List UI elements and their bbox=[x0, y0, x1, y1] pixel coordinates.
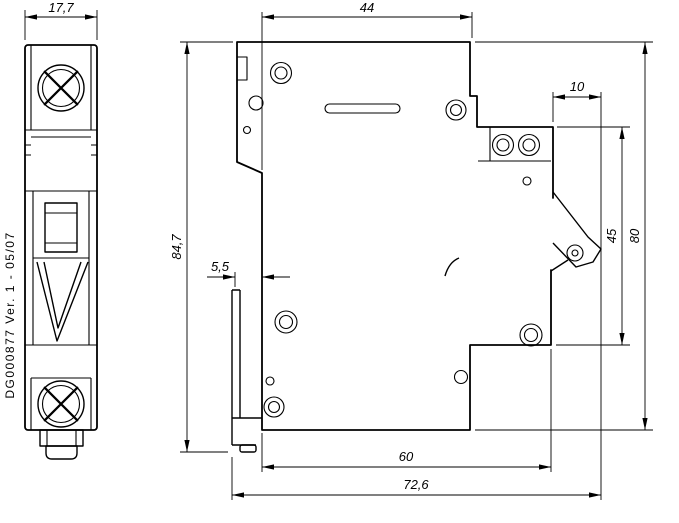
breaker-body-front-outline bbox=[24, 44, 98, 431]
front-v-spring bbox=[36, 261, 89, 342]
screw-bottom-cross-icon bbox=[43, 386, 79, 422]
rivet-bottom-right-outer bbox=[519, 323, 543, 347]
rivet-mid-left-inner bbox=[278, 314, 294, 330]
screw-top-cross-icon bbox=[43, 70, 79, 106]
pin-right bbox=[522, 176, 532, 186]
terminal-rivet-2-outer bbox=[517, 133, 541, 157]
front-view bbox=[24, 44, 98, 460]
terminal-rivet-1-inner bbox=[496, 138, 510, 152]
dimension-face-height: 45 bbox=[556, 126, 630, 346]
hole-upper-left bbox=[248, 95, 264, 111]
rivet-bottom-right-inner bbox=[523, 327, 539, 343]
ext-lines bbox=[180, 41, 233, 453]
vent-slot bbox=[324, 103, 401, 114]
mold-mark bbox=[444, 257, 460, 277]
dimension-body-height: 80 bbox=[475, 41, 653, 431]
rivet-top-left-inner bbox=[274, 66, 288, 80]
hole-bottom-center bbox=[453, 369, 469, 385]
rivet-top-right-outer bbox=[445, 99, 467, 121]
ext-lines bbox=[475, 41, 653, 431]
toggle-detail-lines bbox=[45, 212, 77, 244]
dimension-overall-height: 84,7 bbox=[169, 41, 233, 453]
screw-top-inner bbox=[41, 68, 81, 108]
clip-foot-ticks bbox=[46, 430, 77, 446]
dimension-clip-protrusion: 5,5 bbox=[207, 259, 290, 287]
pin-lower-left bbox=[265, 376, 275, 386]
rivet-bottom-left-inner bbox=[267, 400, 281, 414]
breaker-body-side-outline bbox=[236, 41, 554, 431]
toggle-handle bbox=[44, 202, 78, 253]
screw-top-outer bbox=[37, 64, 85, 112]
terminal-rivet-2-inner bbox=[522, 138, 536, 152]
dimension-top-depth: 44 bbox=[261, 0, 473, 170]
lever-pivot-inner bbox=[571, 249, 579, 257]
dimension-front-width: 17,7 bbox=[24, 0, 98, 40]
front-view-detail-lines bbox=[25, 45, 97, 430]
ext-lines bbox=[556, 126, 630, 346]
dim-overall-height-label: 84,7 bbox=[169, 234, 184, 260]
pin-upper-left bbox=[242, 125, 252, 135]
side-view bbox=[231, 41, 602, 453]
dimension-overall-depth: 72,6 bbox=[231, 457, 601, 500]
dim-top-depth-label: 44 bbox=[360, 0, 374, 15]
rivet-mid-left-outer bbox=[274, 310, 298, 334]
lever-pivot-outer bbox=[566, 244, 584, 262]
rivet-top-right-inner bbox=[449, 103, 463, 117]
part-number-label: DG000877 Ver. 1 - 05/07 bbox=[3, 231, 17, 398]
rivet-top-left-outer bbox=[269, 61, 293, 85]
clip-foot-tab bbox=[45, 445, 78, 460]
din-clip-tab bbox=[239, 444, 257, 453]
screw-bottom-inner bbox=[41, 384, 81, 424]
din-clip-side bbox=[231, 289, 262, 446]
dim-body-depth-label: 60 bbox=[399, 449, 414, 464]
dim-overall-depth-label: 72,6 bbox=[403, 477, 429, 492]
ext-lines bbox=[261, 12, 473, 170]
screw-bottom-outer bbox=[37, 380, 85, 428]
dim-front-width-label: 17,7 bbox=[48, 0, 74, 15]
dim-latch-protrusion-label: 10 bbox=[570, 79, 585, 94]
release-lever bbox=[550, 191, 602, 272]
dim-face-height-label: 45 bbox=[604, 228, 619, 243]
dim-clip-protrusion-label: 5,5 bbox=[211, 259, 230, 274]
ext-lines bbox=[552, 92, 602, 500]
rivet-bottom-left-outer bbox=[263, 396, 285, 418]
dimension-latch-protrusion: 10 bbox=[552, 79, 602, 500]
side-view-detail-lines bbox=[237, 56, 551, 162]
dim-body-height-label: 80 bbox=[627, 228, 642, 243]
terminal-rivet-1-outer bbox=[491, 133, 515, 157]
dimension-body-depth: 60 bbox=[261, 349, 552, 472]
